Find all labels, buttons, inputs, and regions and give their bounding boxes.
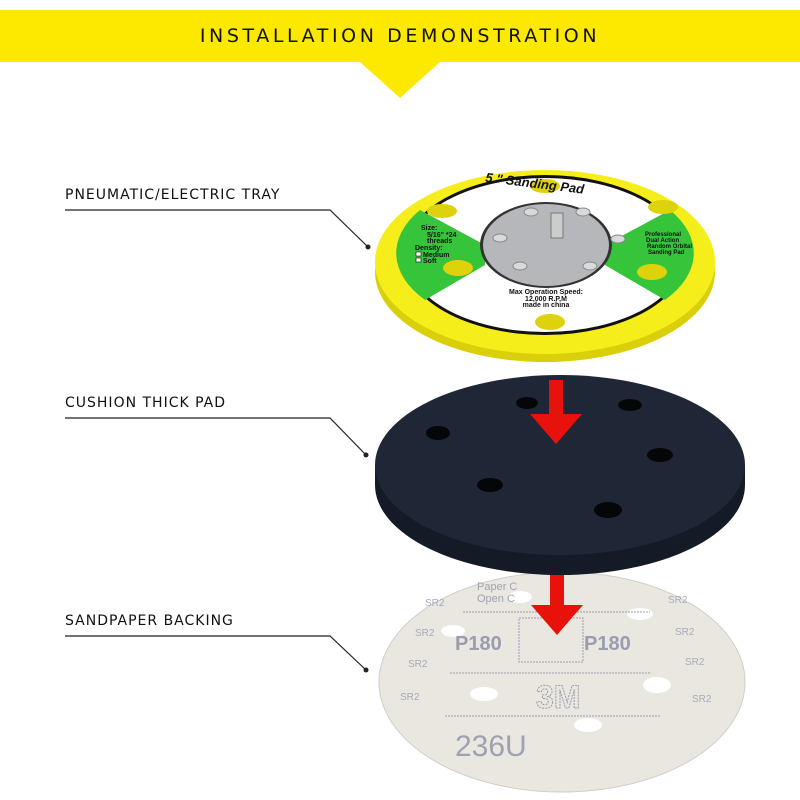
sandpaper-mark: SR2 xyxy=(692,694,712,705)
sandpaper-brand: 3M xyxy=(536,679,580,715)
tray-description: Dual Action xyxy=(646,238,679,244)
tray-speed: Max Operation Speed: xyxy=(509,289,583,296)
sandpaper-mark: Open C xyxy=(477,593,515,605)
sandpaper-grit-right: P180 xyxy=(584,633,631,655)
sandpaper-mark: SR2 xyxy=(675,627,695,638)
sandpaper-mark: SR2 xyxy=(685,657,705,668)
tray-leader-line xyxy=(65,209,369,248)
label-cushion: CUSHION THICK PAD xyxy=(65,395,227,411)
sandpaper-grit-left: P180 xyxy=(455,633,502,655)
header-banner xyxy=(0,10,800,62)
sandpaper-mark: SR2 xyxy=(408,659,428,670)
sandpaper-leader-line xyxy=(65,635,367,671)
cushion-pad xyxy=(375,375,745,575)
tray-density-label: Density: xyxy=(415,245,443,252)
tray-origin: made in china xyxy=(523,302,570,309)
tray-description: Professional xyxy=(645,232,681,238)
arrow-down-icon xyxy=(531,575,583,635)
label-tray: PNEUMATIC/ELECTRIC TRAY xyxy=(65,187,281,203)
label-sandpaper: SANDPAPER BACKING xyxy=(65,613,234,629)
cushion-leader-dot xyxy=(363,452,369,458)
tray-size-label: Size: xyxy=(421,225,437,232)
sandpaper-mark: SR2 xyxy=(415,628,435,639)
sandpaper-leader-dot xyxy=(363,667,369,673)
tray-speed-value: 12,000 R.P.M xyxy=(525,296,567,303)
cushion-leader-line xyxy=(65,417,367,456)
sandpaper-mark: SR2 xyxy=(668,595,688,606)
arrow-down-icon xyxy=(530,380,582,444)
tray-density-medium: Medium xyxy=(423,252,449,259)
tray-leader-dot xyxy=(365,244,371,250)
tray-description: Random Orbital xyxy=(647,244,692,250)
sandpaper-mark: SR2 xyxy=(400,692,420,703)
backing-pad-tray: 5 " Sanding Pad Size: 5/16" *24 threads … xyxy=(375,170,715,362)
tray-density-soft: Soft xyxy=(423,258,437,265)
sandpaper-mark: SR2 xyxy=(425,598,445,609)
tray-size-unit: threads xyxy=(427,238,452,245)
sandpaper-mark: Paper C xyxy=(477,581,517,593)
sandpaper-disc: Paper C Open C SR2 SR2 SR2 SR2 SR2 SR2 S… xyxy=(378,571,746,793)
tray-size-value: 5/16" *24 xyxy=(427,232,457,239)
tray-description: Sanding Pad xyxy=(648,250,685,256)
banner-pointer xyxy=(360,62,440,98)
sandpaper-model: 236U xyxy=(455,730,527,763)
banner-title: INSTALLATION DEMONSTRATION xyxy=(199,25,601,47)
